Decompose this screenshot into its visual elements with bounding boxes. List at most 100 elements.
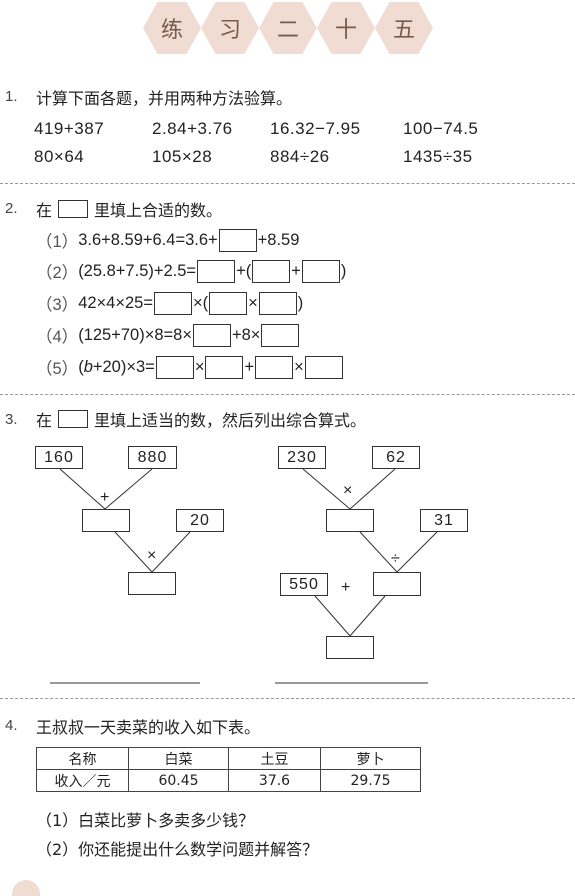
- expr-part: +8.59: [257, 230, 300, 249]
- divider: [0, 698, 575, 699]
- answer-box[interactable]: [258, 291, 297, 315]
- q1-item: 884÷26: [270, 147, 330, 166]
- number-box-880: 880: [128, 446, 177, 469]
- q3-text-after: 里填上适当的数，然后列出综合算式。: [94, 411, 367, 430]
- answer-box[interactable]: [261, 323, 300, 347]
- table-row: 名称 白菜 土豆 萝卜: [36, 747, 421, 770]
- expr-part: ×: [194, 357, 205, 376]
- q3-number: 3.: [5, 411, 18, 428]
- q4-subquestion-2: （2）你还能提出什么数学问题并解答？: [36, 840, 319, 859]
- table-row: 收入／元 60.45 37.6 29.75: [36, 769, 421, 792]
- row-label: （4）: [36, 328, 79, 346]
- plus-operator: +: [100, 489, 110, 506]
- q3-text-before: 在: [36, 411, 53, 430]
- answer-box[interactable]: [153, 291, 192, 315]
- answer-box[interactable]: [301, 259, 340, 283]
- q2-number: 2.: [5, 200, 18, 217]
- expr-part: (125+70)×8=8×: [78, 325, 192, 344]
- table-header: 萝卜: [320, 747, 421, 770]
- expr-part: 42×4×25=: [78, 293, 153, 312]
- sample-box: [58, 200, 89, 218]
- table-cell: 29.75: [320, 769, 421, 792]
- q2-row-3: （3） 42×4×25= ×( × ): [36, 290, 303, 316]
- q2-row-4: （4） (125+70)×8=8× +8×: [36, 322, 300, 348]
- income-table: 名称 白菜 土豆 萝卜 收入／元 60.45 37.6 29.75: [36, 747, 421, 792]
- number-box-62: 62: [372, 446, 420, 469]
- divider: [0, 394, 575, 395]
- expr-part: +: [244, 357, 255, 376]
- expr-part: 3.6+8.59+6.4=3.6+: [78, 230, 218, 249]
- q3-instruction: 在 里填上适当的数，然后列出综合算式。: [36, 407, 366, 431]
- table-cell: 收入／元: [36, 769, 129, 792]
- answer-box[interactable]: [209, 291, 248, 315]
- divide-operator: ÷: [391, 550, 400, 567]
- expr-part: +8×: [231, 325, 261, 344]
- answer-box[interactable]: [255, 355, 294, 379]
- plus-operator: +: [341, 579, 351, 596]
- answer-box[interactable]: [197, 259, 236, 283]
- row-label: （3）: [36, 296, 79, 314]
- times-operator: ×: [343, 482, 353, 499]
- q1-instruction: 计算下面各题，并用两种方法验算。: [36, 89, 293, 108]
- expr-part: +20)×3=: [92, 357, 155, 376]
- header-char-1: 练: [143, 2, 201, 54]
- table-cell: 37.6: [228, 769, 321, 792]
- q1-number: 1.: [5, 88, 18, 105]
- corner-decoration: [12, 880, 40, 896]
- answer-box[interactable]: [326, 636, 374, 659]
- variable-b: b: [83, 357, 93, 376]
- answer-box[interactable]: [128, 572, 176, 595]
- answer-box[interactable]: [373, 572, 421, 596]
- expr-part: ): [340, 261, 347, 280]
- answer-box[interactable]: [192, 323, 231, 347]
- row-label: （5）: [36, 360, 79, 378]
- row-label: （1）: [36, 233, 79, 251]
- answer-box[interactable]: [155, 355, 194, 379]
- q4-number: 4.: [5, 717, 18, 734]
- table-header: 白菜: [128, 747, 229, 770]
- number-box-31: 31: [420, 509, 468, 532]
- answer-box[interactable]: [304, 355, 343, 379]
- answer-box[interactable]: [326, 509, 374, 532]
- expr-part: +(: [236, 261, 252, 280]
- row-label: （2）: [36, 264, 79, 282]
- q2-text-after: 里填上合适的数。: [94, 201, 223, 220]
- table-header: 名称: [36, 747, 129, 770]
- expr-part: +: [291, 261, 301, 280]
- q2-instruction: 在 里填上合适的数。: [36, 197, 222, 221]
- header-char-2: 习: [201, 2, 259, 54]
- expr-part: (: [78, 357, 84, 376]
- number-box-230: 230: [278, 446, 326, 469]
- answer-box[interactable]: [205, 355, 244, 379]
- expr-part: ×(: [192, 293, 209, 312]
- number-box-550: 550: [280, 573, 328, 596]
- divider: [0, 183, 575, 184]
- q1-item: 2.84+3.76: [152, 119, 233, 138]
- number-box-160: 160: [35, 446, 83, 469]
- q1-item: 80×64: [34, 147, 85, 166]
- table-cell: 60.45: [128, 769, 229, 792]
- q1-item: 1435÷35: [403, 147, 473, 166]
- q2-row-1: （1） 3.6+8.59+6.4=3.6+ +8.59: [36, 227, 299, 253]
- number-box-20: 20: [176, 509, 224, 532]
- expr-part: ×: [294, 357, 304, 376]
- answer-box[interactable]: [252, 259, 291, 283]
- expr-part: ): [297, 293, 304, 312]
- q4-instruction: 王叔叔一天卖菜的收入如下表。: [36, 718, 261, 737]
- answer-box[interactable]: [82, 509, 130, 532]
- q1-item: 105×28: [152, 147, 213, 166]
- sample-box: [58, 410, 89, 428]
- q1-item: 100−74.5: [403, 119, 479, 138]
- q1-item: 16.32−7.95: [270, 119, 361, 138]
- answer-box[interactable]: [218, 228, 257, 252]
- q4-subquestion-1: （1）白菜比萝卜多卖多少钱？: [36, 811, 255, 830]
- expr-part: (25.8+7.5)+2.5=: [78, 261, 197, 280]
- q2-row-5: （5） ( b +20)×3= × + ×: [36, 354, 344, 380]
- q2-text-before: 在: [36, 201, 53, 220]
- times-operator: ×: [147, 547, 157, 564]
- q2-row-2: （2） (25.8+7.5)+2.5= +( + ): [36, 258, 346, 284]
- expr-part: ×: [248, 293, 258, 312]
- table-header: 土豆: [228, 747, 321, 770]
- q1-item: 419+387: [34, 119, 105, 138]
